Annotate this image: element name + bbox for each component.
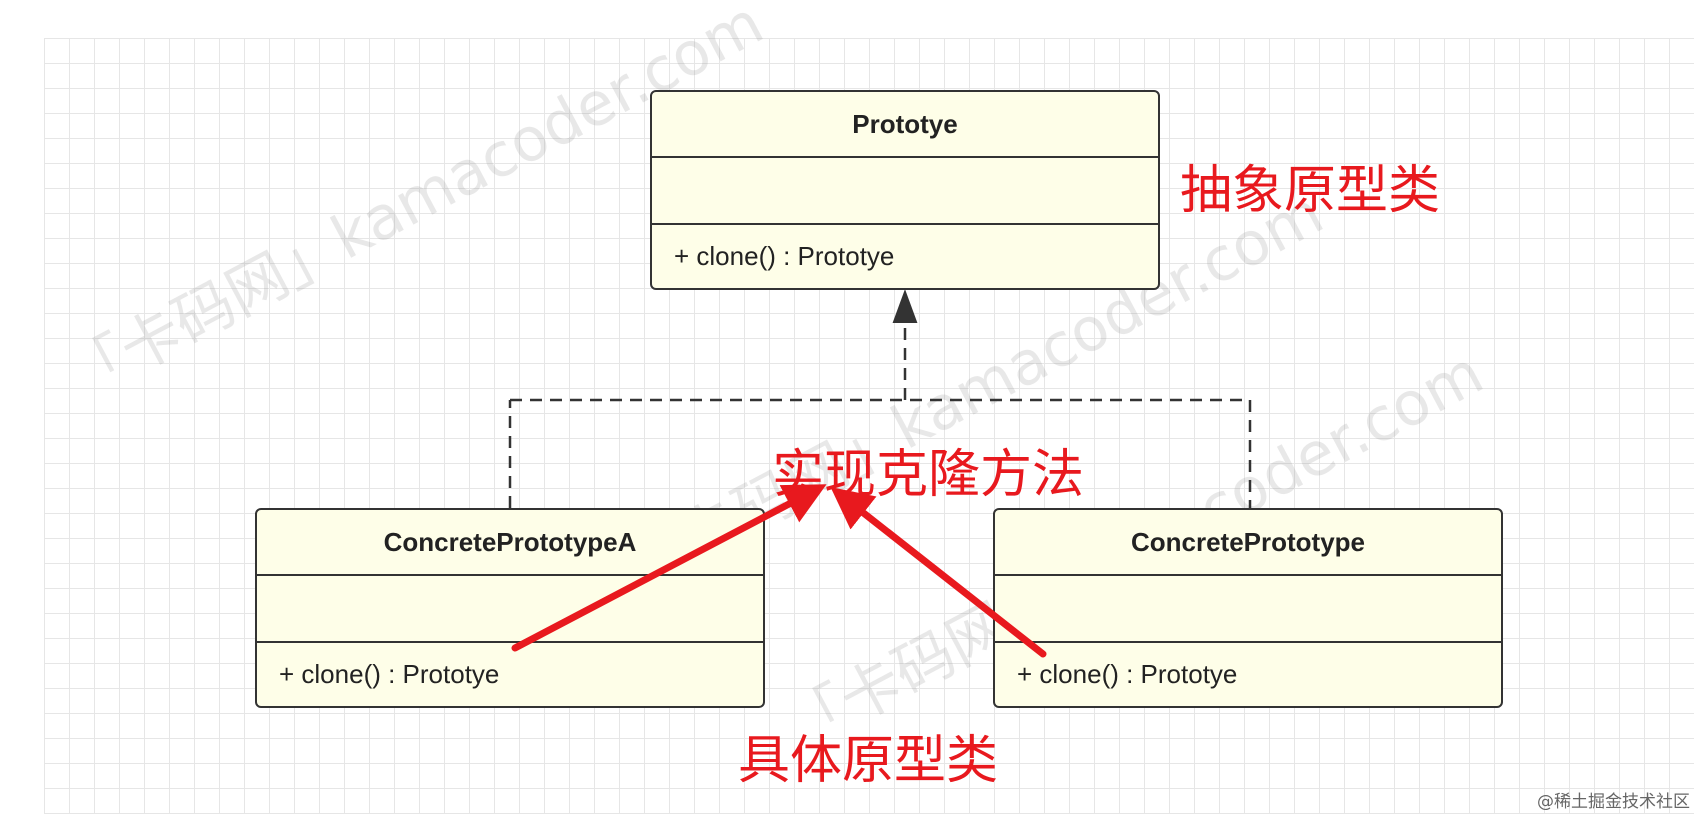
label-concrete-prototype: 具体原型类 <box>738 731 999 791</box>
label-implement-clone: 实现克隆方法 <box>772 445 1085 505</box>
class-method: + clone() : Prototye <box>279 659 500 689</box>
class-name: Prototye <box>652 92 1158 158</box>
class-concrete-prototype[interactable]: ConcretePrototype + clone() : Prototye <box>993 508 1503 708</box>
class-name: ConcretePrototypeA <box>257 510 763 576</box>
class-attributes <box>995 576 1501 643</box>
class-attributes <box>257 576 763 643</box>
class-method: + clone() : Prototye <box>674 241 895 271</box>
class-concrete-prototype-a[interactable]: ConcretePrototypeA + clone() : Prototye <box>255 508 765 708</box>
class-prototype[interactable]: Prototye + clone() : Prototye <box>650 90 1160 290</box>
realization-arrowhead <box>892 289 918 323</box>
class-method: + clone() : Prototye <box>1017 659 1238 689</box>
label-abstract-prototype: 抽象原型类 <box>1180 161 1441 221</box>
class-attributes <box>652 158 1158 225</box>
source-credit: @稀土掘金技术社区 <box>1537 792 1690 812</box>
realization-connector <box>508 320 1252 508</box>
class-name: ConcretePrototype <box>995 510 1501 576</box>
